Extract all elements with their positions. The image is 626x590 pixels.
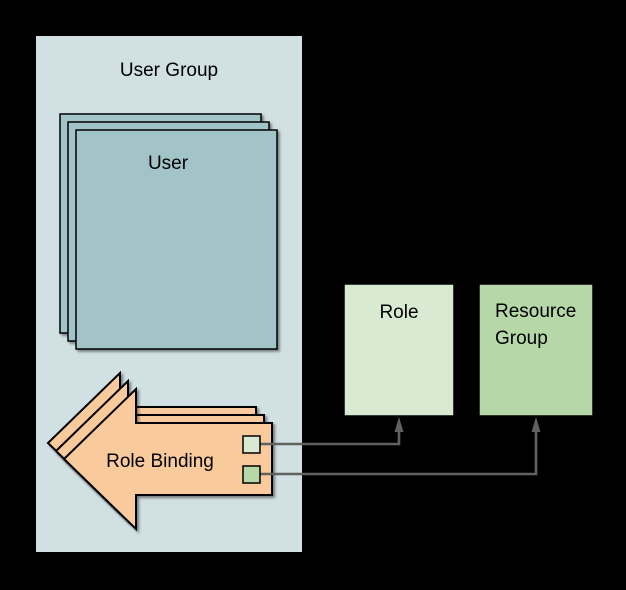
user-group-label: User Group bbox=[120, 60, 218, 81]
connector-resource-group-arrowhead-icon bbox=[531, 417, 541, 432]
role-binding-arrow-front bbox=[62, 386, 273, 532]
role-port-square bbox=[242, 435, 261, 454]
role-binding-label: Role Binding bbox=[106, 451, 214, 472]
connector-role-binding-to-resource-group bbox=[260, 431, 538, 476]
connector-role-arrowhead-icon bbox=[394, 417, 404, 432]
role-node: Role bbox=[343, 283, 455, 417]
resource-group-node: Resource Group bbox=[478, 283, 594, 417]
user-node-stack: User bbox=[59, 113, 278, 350]
user-label: User bbox=[148, 153, 189, 174]
resource-group-label-line1: Resource bbox=[495, 301, 576, 322]
connector-role-binding-to-role bbox=[260, 431, 401, 446]
user-square-front bbox=[75, 129, 278, 350]
role-box bbox=[343, 283, 455, 417]
resource-group-box bbox=[478, 283, 594, 417]
role-label: Role bbox=[379, 302, 418, 323]
role-binding-ports bbox=[242, 435, 261, 484]
resource-group-port-square bbox=[242, 465, 261, 484]
connectors bbox=[260, 417, 541, 476]
resource-group-label-line2: Group bbox=[495, 328, 548, 349]
